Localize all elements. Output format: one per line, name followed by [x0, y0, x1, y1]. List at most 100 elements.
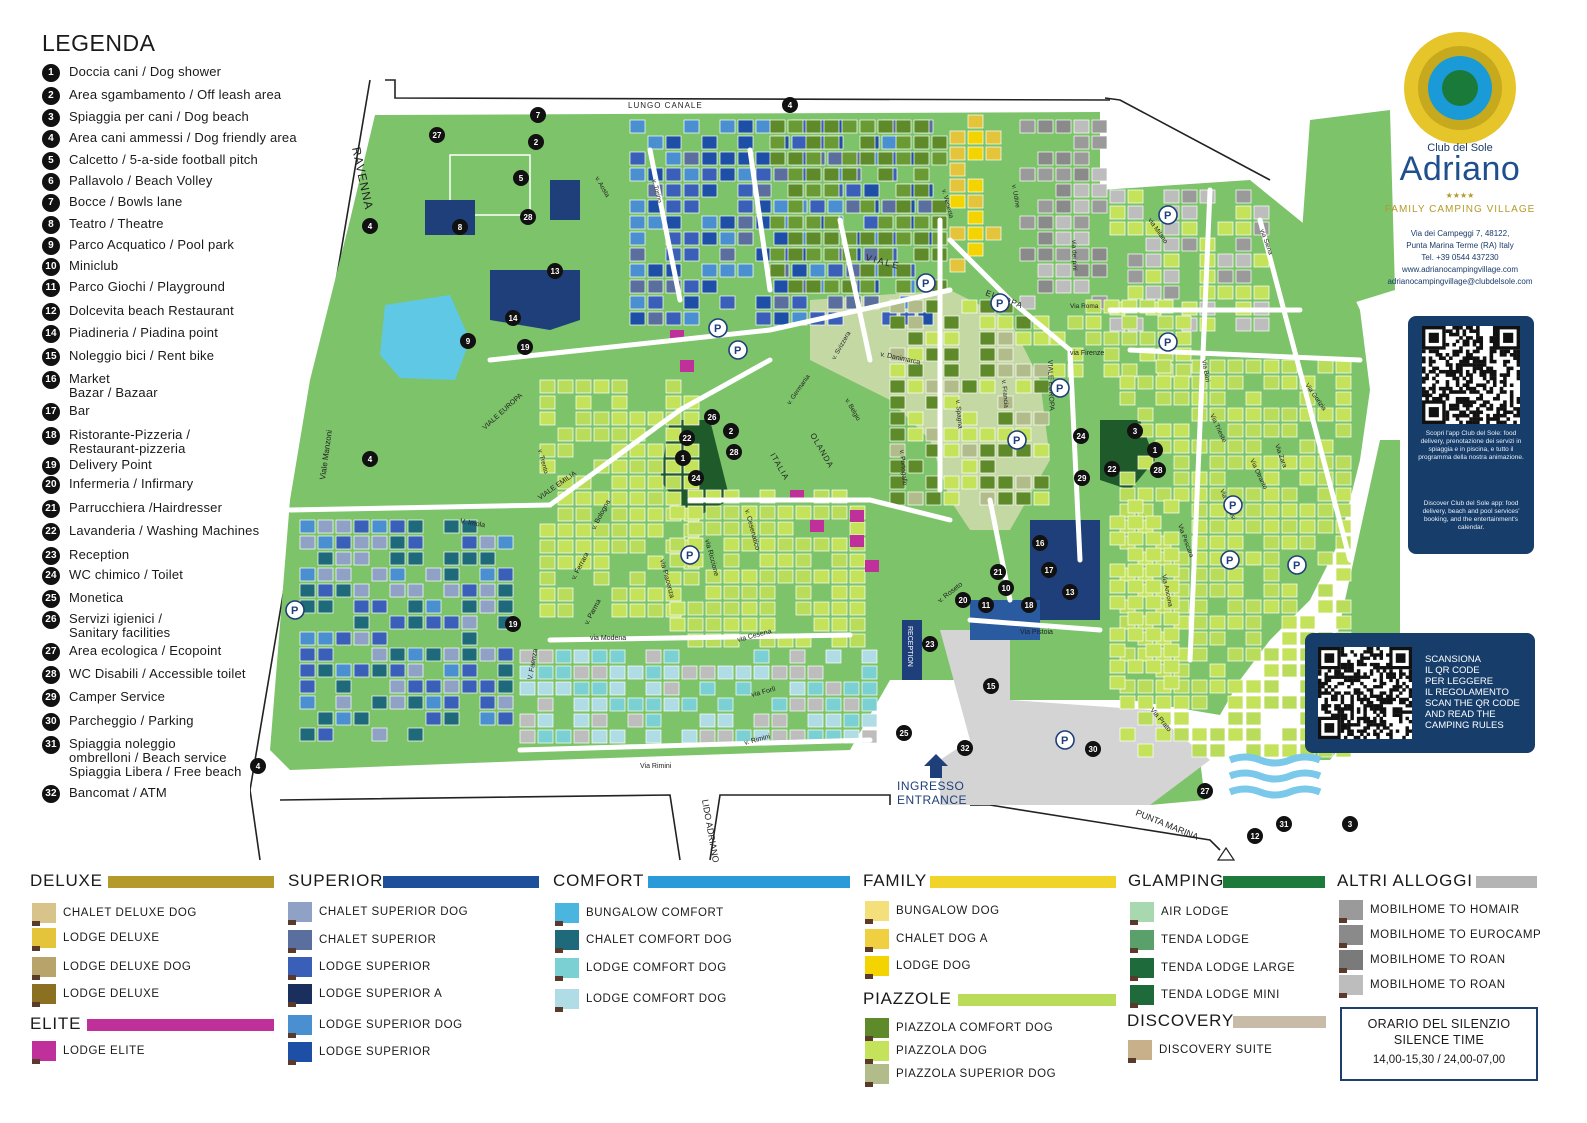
plot-tile — [683, 183, 700, 198]
plot-tile — [687, 617, 704, 632]
plot-tile — [479, 647, 496, 662]
plot-tile — [1245, 599, 1262, 614]
plot-tile — [791, 135, 808, 150]
plot-tile — [629, 603, 646, 618]
qr-code-app-icon[interactable] — [1422, 326, 1520, 424]
plot-tile — [479, 679, 496, 694]
plot-tile — [777, 505, 794, 520]
plot-tile — [805, 135, 822, 150]
plot-tile — [1263, 423, 1280, 438]
plot-tile — [1119, 375, 1136, 390]
accommodation-item: MOBILHOME TO ROAN — [1339, 950, 1506, 973]
plot-tile — [1245, 503, 1262, 518]
plot-tile — [425, 599, 442, 614]
plot-tile — [1281, 615, 1298, 630]
plot-tile — [997, 331, 1014, 346]
plot-tile — [825, 713, 842, 728]
plot-tile — [407, 695, 424, 710]
plot-tile — [967, 146, 984, 161]
plot-tile — [1137, 695, 1154, 710]
plot-tile — [681, 665, 698, 680]
plot-tile — [701, 279, 718, 294]
plot-tile — [1217, 285, 1234, 300]
plot-tile — [1091, 119, 1108, 134]
map-marker-label: 2 — [729, 427, 734, 436]
plot-tile — [591, 649, 608, 664]
email-link[interactable]: adrianocampingvillage@clubdelsole.com — [1387, 277, 1533, 286]
legend-number-badge: 2 — [42, 87, 60, 105]
plot-tile — [1109, 221, 1126, 236]
plot-tile — [1245, 391, 1262, 406]
plot-tile — [629, 411, 646, 426]
plot-tile — [537, 649, 554, 664]
plot-tile — [787, 231, 804, 246]
reception-building[interactable]: RECEPTION — [902, 620, 922, 680]
plot-tile — [1015, 475, 1032, 490]
legend-line: Doccia cani / Dog shower — [69, 64, 222, 79]
plot-tile — [1227, 407, 1244, 422]
plot-tile — [849, 633, 866, 648]
plot-tile — [317, 567, 334, 582]
qr-code-rules-icon[interactable] — [1318, 647, 1412, 739]
accommodation-swatch — [1128, 1040, 1152, 1063]
plot-tile — [1209, 567, 1226, 582]
accommodation-label: AIR LODGE — [1161, 906, 1230, 918]
map-marker-label: 4 — [788, 101, 793, 110]
plot-tile — [497, 647, 514, 662]
north-triangle-icon — [1216, 846, 1236, 861]
plot-tile — [627, 697, 644, 712]
plot-tile — [497, 679, 514, 694]
plot-tile — [593, 523, 610, 538]
plot-tile — [1073, 167, 1090, 182]
plot-tile — [737, 263, 754, 278]
camping-map[interactable]: LUNGO CANALE RAVENNA LIDO ADRIANO PUNTA … — [250, 60, 1400, 870]
legend-number-badge: 31 — [42, 736, 60, 754]
plot-tile — [1281, 727, 1298, 742]
plot-tile — [389, 663, 406, 678]
plot-tile — [593, 571, 610, 586]
plot-tile — [1127, 659, 1144, 674]
plot-tile — [823, 119, 840, 134]
plot-tile — [1335, 487, 1352, 502]
plot-tile — [555, 649, 572, 664]
plot-tile — [479, 599, 496, 614]
legend-text: Noleggio bici / Rent bike — [69, 349, 214, 363]
accommodation-swatch — [32, 1041, 56, 1064]
plot-tile — [1145, 531, 1162, 546]
plot-tile — [1015, 331, 1032, 346]
plot-tile — [759, 617, 776, 632]
plot-tile — [497, 583, 514, 598]
plot-tile — [1335, 599, 1352, 614]
legend-line: Area sgambamento / Off leash area — [69, 87, 282, 102]
plot-tile — [1055, 151, 1072, 166]
road-via-bari: Via Bari — [1200, 359, 1211, 383]
map-marker-label: 32 — [961, 744, 970, 753]
accommodation-swatch — [288, 984, 312, 1007]
plot-tile — [1145, 627, 1162, 642]
plot-tile — [1191, 727, 1208, 742]
website-link[interactable]: www.adrianocampingvillage.com — [1401, 265, 1519, 274]
plot-tile — [741, 569, 758, 584]
plot-tile — [907, 379, 924, 394]
map-marker-label: 3 — [1348, 820, 1353, 829]
plot-tile — [1073, 231, 1090, 246]
plot-tile — [741, 537, 758, 552]
accommodation-swatch — [865, 1064, 889, 1087]
plot-tile — [1055, 215, 1072, 230]
accommodation-item: CHALET SUPERIOR DOG — [288, 902, 468, 925]
plot-tile — [1103, 347, 1120, 362]
plot-tile — [557, 539, 574, 554]
plot-tile — [1037, 151, 1054, 166]
plot-tile — [1055, 247, 1072, 262]
plot-tile — [1127, 269, 1144, 284]
plot-tile — [807, 713, 824, 728]
plot-tile — [719, 295, 736, 310]
plot-tile — [665, 571, 682, 586]
accommodation-label: MOBILHOME TO HOMAIR — [1370, 904, 1520, 916]
plot-tile — [1227, 599, 1244, 614]
plot-tile — [443, 679, 460, 694]
plot-tile — [787, 199, 804, 214]
entrance[interactable]: INGRESSO ENTRANCE — [897, 754, 967, 807]
